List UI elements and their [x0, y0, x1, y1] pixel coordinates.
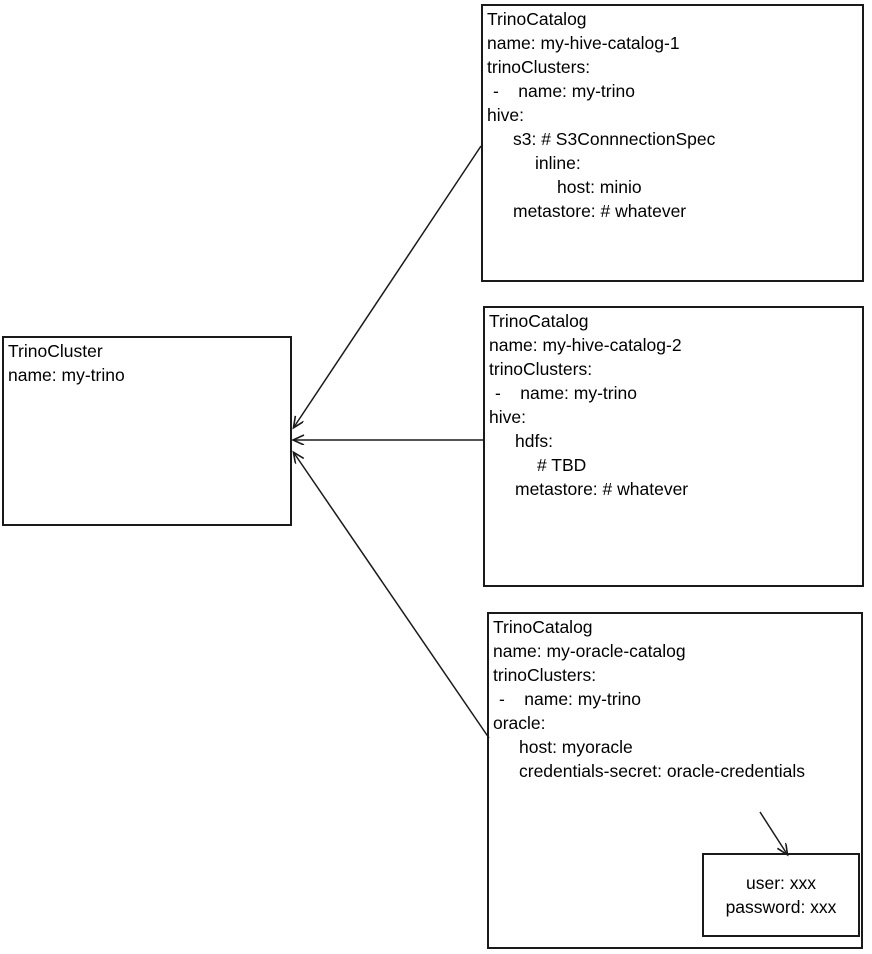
catalog2-line-metastore: metastore: # whatever	[515, 479, 689, 499]
catalog2-line-kind: TrinoCatalog	[489, 311, 589, 331]
catalog2-line-hive: hive:	[489, 407, 526, 427]
catalog1-line-host: host: minio	[557, 177, 642, 197]
catalog2-line-hdfs: hdfs:	[515, 431, 553, 451]
node-oracle-credentials-secret[interactable]: user: xxx password: xxx	[702, 853, 860, 937]
cluster-line-name: name: my-trino	[8, 365, 125, 385]
catalog1-line-clusters: trinoClusters:	[487, 57, 591, 77]
catalog2-body: TrinoCatalog name: my-hive-catalog-2 tri…	[487, 309, 860, 501]
catalog3-line-clusters: trinoClusters:	[493, 665, 597, 685]
catalog3-line-oracle: oracle:	[493, 713, 546, 733]
catalog1-line-s3: s3: # S3ConnnectionSpec	[513, 129, 716, 149]
catalog3-body: TrinoCatalog name: my-oracle-catalog tri…	[491, 615, 859, 783]
node-trino-cluster-body: TrinoCluster name: my-trino	[6, 339, 288, 387]
catalog1-line-kind: TrinoCatalog	[487, 9, 587, 29]
catalog1-body: TrinoCatalog name: my-hive-catalog-1 tri…	[485, 7, 860, 223]
catalog2-line-cluster-ref: - name: my-trino	[495, 383, 637, 403]
catalog2-line-name: name: my-hive-catalog-2	[489, 335, 682, 355]
node-trino-catalog-my-hive-catalog-1[interactable]: TrinoCatalog name: my-hive-catalog-1 tri…	[481, 4, 864, 282]
catalog1-line-cluster-ref: - name: my-trino	[493, 81, 635, 101]
catalog1-line-metastore: metastore: # whatever	[513, 201, 687, 221]
catalog3-line-name: name: my-oracle-catalog	[493, 641, 686, 661]
catalog3-line-secret-ref: credentials-secret: oracle-credentials	[519, 761, 805, 781]
catalog1-line-hive: hive:	[487, 105, 524, 125]
cluster-line-kind: TrinoCluster	[8, 341, 103, 361]
catalog2-line-tbd: # TBD	[537, 455, 587, 475]
catalog3-line-cluster-ref: - name: my-trino	[499, 689, 641, 709]
connector-catalog1-to-cluster	[294, 145, 482, 427]
catalog3-line-host: host: myoracle	[519, 737, 633, 757]
catalog3-line-kind: TrinoCatalog	[493, 617, 593, 637]
credentials-line-password: password: xxx	[725, 897, 837, 917]
node-trino-cluster[interactable]: TrinoCluster name: my-trino	[2, 336, 292, 526]
connector-catalog3-to-cluster	[294, 453, 490, 739]
catalog1-line-inline: inline:	[535, 153, 581, 173]
node-trino-catalog-my-hive-catalog-2[interactable]: TrinoCatalog name: my-hive-catalog-2 tri…	[483, 306, 864, 587]
catalog1-line-name: name: my-hive-catalog-1	[487, 33, 680, 53]
catalog2-line-clusters: trinoClusters:	[489, 359, 593, 379]
credentials-line-user: user: xxx	[745, 873, 817, 893]
node-trino-catalog-my-oracle-catalog[interactable]: TrinoCatalog name: my-oracle-catalog tri…	[487, 612, 863, 949]
